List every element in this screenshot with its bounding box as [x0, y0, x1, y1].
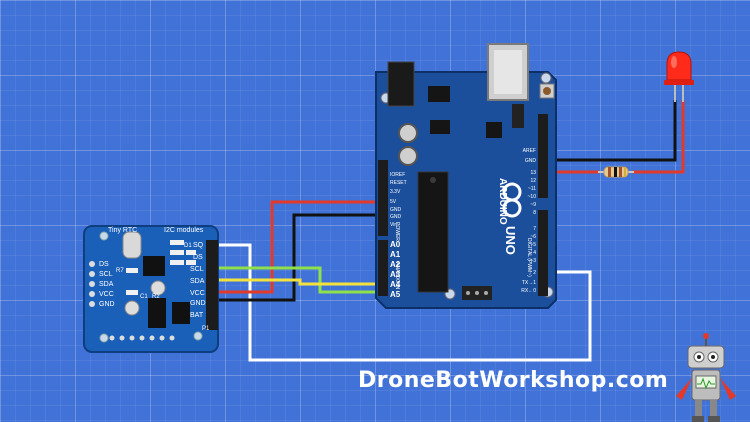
- pin-a0: A0: [390, 240, 401, 249]
- rtc-pin-gnd-l: GND: [99, 301, 115, 308]
- wire-sda-to-a4: [210, 278, 386, 286]
- rtc-pin-sda-r: SDA: [190, 278, 205, 285]
- pin-a5: A5: [390, 290, 401, 299]
- rtc-pin-gnd-r: GND: [190, 300, 206, 307]
- pin-d1: TX→1: [522, 280, 536, 286]
- arduino-model: UNO: [503, 226, 518, 255]
- rtc-pin-vcc-r: VCC: [190, 290, 205, 297]
- pin-a3: A3: [390, 270, 401, 279]
- pin-reset: RESET: [390, 180, 407, 186]
- resistor: [598, 166, 634, 178]
- rtc-label-d1: D1: [184, 243, 192, 249]
- arduino-brand: ARDUINO: [497, 178, 508, 225]
- pin-d0: RX←0: [521, 288, 536, 294]
- rtc-label-r2: R2: [152, 294, 160, 300]
- rtc-label-c1: C1: [140, 294, 148, 300]
- red-led: [664, 51, 694, 102]
- rtc-title-right: I2C modules: [164, 227, 204, 234]
- pin-d10: ~10: [528, 194, 537, 200]
- rtc-title-left: Tiny RTC: [108, 227, 137, 234]
- pin-vin: Vin: [390, 222, 397, 228]
- pin-gnd2: GND: [390, 214, 402, 220]
- wire-resistor-to-led: [632, 100, 685, 174]
- pin-d7: 7: [533, 226, 536, 232]
- wire-gnd-to-led: [548, 100, 677, 162]
- rtc-pin-vcc-l: VCC: [99, 291, 114, 298]
- rtc-pin-bat-r: BAT: [190, 312, 204, 319]
- wire-vcc-to-5v: [210, 200, 386, 294]
- rtc-module: [83, 225, 219, 353]
- pin-d2: 2: [533, 270, 536, 276]
- pin-d3: ~3: [530, 258, 536, 264]
- rtc-pin-ds-r: DS: [193, 254, 203, 261]
- arduino-analog-label: ANALOG IN: [394, 262, 400, 290]
- pin-5v: 5V: [390, 199, 397, 205]
- pin-aref: AREF: [523, 148, 536, 154]
- pin-d4: 4: [533, 250, 536, 256]
- pin-d12: 12: [530, 178, 536, 184]
- wire-gnd-to-gnd: [210, 213, 386, 302]
- rtc-pin-sda-l: SDA: [99, 281, 114, 288]
- rtc-pin-scl-l: SCL: [99, 271, 113, 278]
- wire-scl-to-a5: [210, 266, 386, 294]
- rtc-pin-sq: SQ: [193, 242, 204, 249]
- pin-d5: ~5: [530, 242, 536, 248]
- pin-gnd3: GND: [525, 158, 537, 164]
- pin-d8: 8: [533, 210, 536, 216]
- rtc-pin-scl-r: SCL: [190, 266, 204, 273]
- pin-d9: ~9: [530, 202, 536, 208]
- arduino-digital-label: DIGITAL (PWM~): [526, 238, 532, 277]
- pin-a1: A1: [390, 250, 401, 259]
- pin-d6: ~6: [530, 234, 536, 240]
- brand-url: DroneBotWorkshop.com: [358, 368, 669, 393]
- rtc-pin-ds-l: DS: [99, 261, 109, 268]
- arduino-power-label: POWER: [394, 222, 400, 241]
- pin-a4: A4: [390, 280, 401, 289]
- rtc-label-r7: R7: [116, 268, 124, 274]
- pin-gnd1: GND: [390, 207, 402, 213]
- pin-d13: 13: [530, 170, 536, 176]
- pin-d11: ~11: [528, 186, 536, 192]
- arduino-uno: [375, 43, 557, 309]
- pin-ioref: IOREF: [390, 172, 405, 178]
- pin-3v3: 3.3V: [390, 189, 401, 195]
- pin-a2: A2: [390, 260, 401, 269]
- robot-mascot-icon: [676, 333, 736, 422]
- wire-sq-to-d2: [210, 243, 592, 362]
- rtc-label-p1: P1: [202, 326, 210, 332]
